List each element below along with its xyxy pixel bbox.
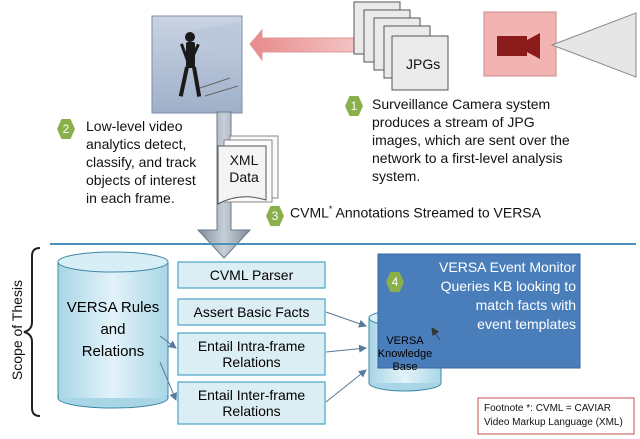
step3-cvml: CVML (290, 204, 329, 221)
step-badge-1: 1 (345, 96, 363, 116)
camera-unit (483, 11, 637, 78)
intra-frame-box (177, 332, 326, 376)
kb-label: VERSA Knowledge Base (377, 334, 433, 373)
step-badge-2: 2 (57, 119, 75, 139)
rules-to-intra-arrow (159, 335, 177, 349)
footnote-box (477, 397, 635, 435)
rules-cylinder (57, 251, 169, 409)
camera-feed-image (151, 15, 243, 114)
inter-frame-label: Entail Inter-frame Relations (197, 386, 306, 419)
monitor-to-kb-arrow (431, 327, 441, 341)
footnote-label: Footnote *: CVML = CAVIAR Video Markup L… (484, 403, 623, 428)
monitor-label: VERSA Event Monitor Queries KB looking t… (439, 259, 576, 332)
inter-to-kb-arrow (325, 369, 367, 403)
event-monitor-box (377, 253, 581, 369)
step3-rest: Annotations Streamed to VERSA (332, 204, 541, 221)
step3-description: CVML* Annotations Streamed to VERSA (290, 204, 541, 221)
inter-frame-box (177, 381, 326, 425)
rules-to-inter-arrow (159, 361, 177, 401)
cvml-parser-box (177, 261, 326, 289)
step3-sup: * (328, 204, 333, 214)
jpgs-label: JPGs (406, 56, 441, 72)
person-figure-icon (178, 32, 202, 97)
assert-to-kb-arrow (325, 311, 367, 328)
step1-description: Surveillance Camera system produces a st… (372, 96, 570, 184)
intra-frame-label: Entail Intra-frame Relations (197, 337, 306, 370)
step-badge-4: 4 (386, 272, 404, 292)
xml-data-label: XML Data (229, 152, 259, 185)
step2-description: Low-level video analytics detect, classi… (86, 118, 197, 206)
jpg-stack (353, 1, 449, 91)
document-icon (217, 135, 279, 205)
assert-facts-box (177, 298, 326, 326)
scope-label: Scope of Thesis (9, 279, 25, 381)
scope-bracket (23, 247, 41, 417)
rules-label: VERSA Rules and Relations (66, 299, 160, 360)
intra-to-kb-arrow (325, 344, 367, 353)
camera-icon (497, 33, 540, 59)
cvml-parser-label: CVML Parser (209, 266, 294, 283)
assert-facts-label: Assert Basic Facts (193, 303, 310, 320)
step-badge-3: 3 (266, 206, 284, 226)
